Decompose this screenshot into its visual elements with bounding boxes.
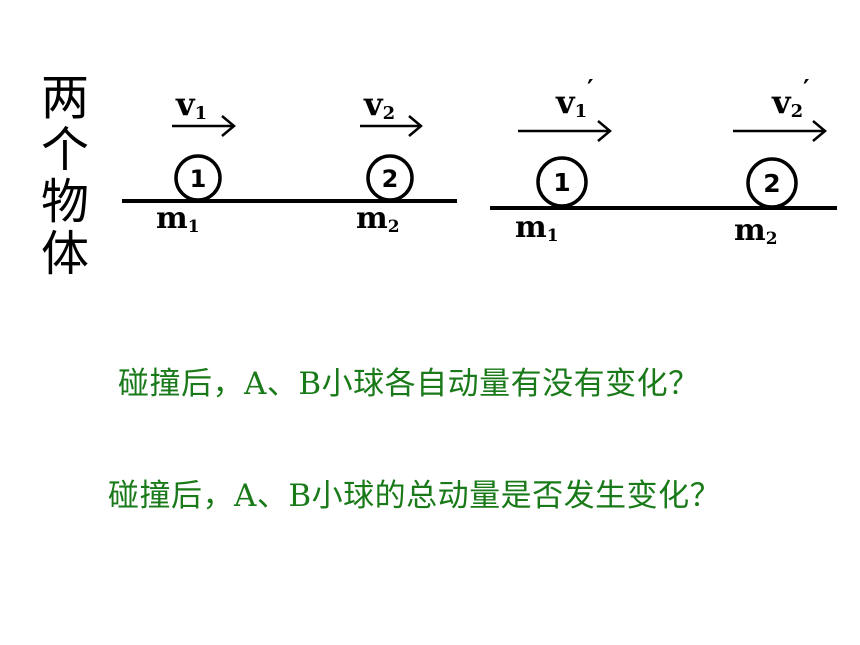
vertical-title: 两 个 物 体: [38, 72, 92, 280]
title-char: 物: [40, 174, 89, 230]
ball-1-before: [174, 154, 222, 202]
velocity-v1-after: v1′: [555, 74, 593, 122]
mass-m1-before: m1: [156, 201, 200, 237]
ball-2-before: [366, 154, 414, 202]
mass-m2-after: m2: [734, 213, 778, 249]
question-total-momentum: 碰撞后，A、B小球的总动量是否发生变化？: [108, 478, 722, 514]
title-char: 两: [40, 70, 89, 126]
ball-2-after: [746, 157, 798, 209]
ball-1-after: [536, 156, 588, 208]
ball-1-after-label: 1: [553, 168, 570, 197]
title-char: 个: [40, 122, 89, 178]
mass-m2-before: m2: [356, 201, 400, 237]
before-collision-group: 1 v1 m1 2 v2: [122, 85, 457, 237]
velocity-v1-before: v1: [175, 85, 207, 124]
velocity-v2-before: v2: [363, 85, 395, 124]
mass-m1-after: m1: [515, 210, 559, 246]
question-individual-momentum: 碰撞后，A、B小球各自动量有没有变化？: [118, 366, 700, 402]
arrow-v2-after: [733, 120, 827, 142]
after-collision-group: 1 v1′ m1 2 v2′: [490, 74, 837, 249]
title-char: 体: [40, 226, 89, 282]
arrow-v1-before: [172, 115, 236, 137]
arrow-v2-before: [360, 115, 423, 137]
ball-2-before-label: 2: [382, 165, 399, 193]
collision-diagram: 1 v1 m1 2 v2: [122, 74, 837, 249]
ball-2-after-label: 2: [763, 169, 780, 198]
arrow-v1-after: [518, 120, 612, 142]
ball-1-before-label: 1: [190, 165, 207, 193]
velocity-v2-after: v2′: [771, 74, 809, 122]
